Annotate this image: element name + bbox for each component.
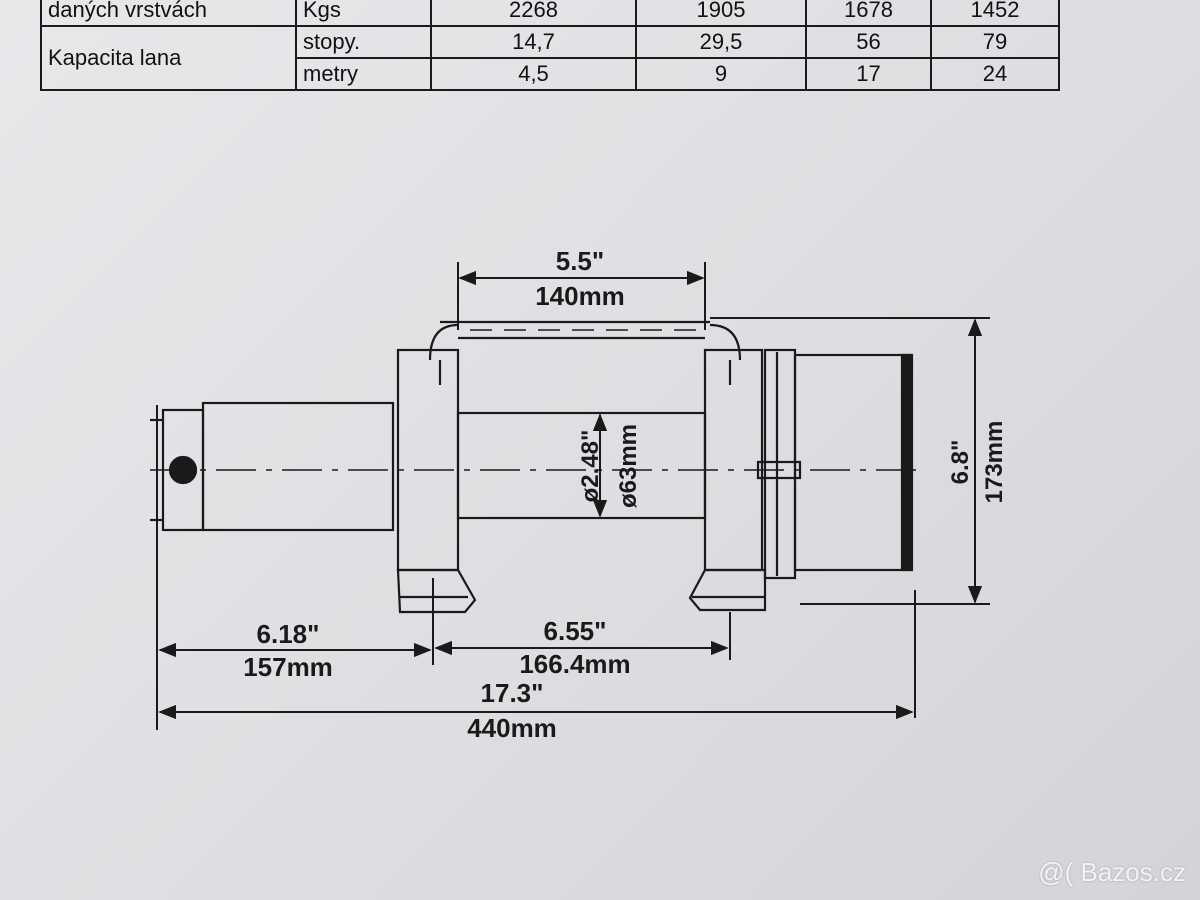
cell-load-1: 2268: [430, 0, 637, 27]
motor-body: [201, 401, 395, 532]
gear-housing: [793, 353, 912, 572]
left-hook: [428, 323, 459, 385]
gear-housing-ring: [763, 348, 797, 580]
drum-width-inches: 5.5": [556, 246, 604, 276]
row-label-layers: daných vrstvách: [40, 0, 297, 27]
table-row-meters: metry 4,5 9 17 24: [41, 57, 1060, 91]
drum-diameter-inches: ø2.48": [577, 430, 604, 503]
cell-meters-1: 4,5: [430, 57, 637, 91]
row-label-rope-capacity: Kapacita lana: [40, 25, 297, 91]
cell-feet-2: 29,5: [635, 25, 807, 59]
left-flange: [396, 348, 460, 572]
overall-length-inches: 17.3": [481, 678, 544, 708]
drum-diameter-mm: ø63mm: [615, 424, 642, 508]
cell-feet-4: 79: [930, 25, 1060, 59]
cell-meters-2: 9: [635, 57, 807, 91]
flange-span-mm: 166.4mm: [519, 649, 630, 679]
cell-load-3: 1678: [805, 0, 932, 27]
drum-width-mm: 140mm: [535, 281, 625, 311]
overall-length-mm: 440mm: [467, 713, 557, 743]
height-mm: 173mm: [981, 421, 1008, 504]
cell-meters-4: 24: [930, 57, 1060, 91]
unit-meters: metry: [295, 57, 432, 91]
unit-feet: stopy.: [295, 25, 432, 59]
left-foot: [396, 568, 477, 614]
right-flange: [703, 348, 764, 572]
winch-outline: [150, 320, 920, 614]
right-foot: [688, 568, 767, 612]
cell-feet-1: 14,7: [430, 25, 637, 59]
site-watermark: @( Bazos.cz: [1038, 857, 1186, 887]
unit-kgs: Kgs: [295, 0, 432, 27]
cell-load-2: 1905: [635, 0, 807, 27]
right-hook: [709, 323, 742, 385]
cell-feet-3: 56: [805, 25, 932, 59]
table-row-feet: Kapacita lana stopy. 14,7 29,5 56 79: [40, 25, 1060, 91]
dim-height: [710, 317, 990, 605]
dim-lower: [156, 405, 916, 730]
cell-meters-3: 17: [805, 57, 932, 91]
motor-side-mm: 157mm: [243, 652, 333, 682]
table-row-load: daných vrstvách Kgs 2268 1905 1678 1452: [40, 0, 1060, 27]
motor-side-inches: 6.18": [257, 619, 320, 649]
height-inches: 6.8": [947, 440, 974, 485]
cell-load-4: 1452: [930, 0, 1060, 27]
dim-drum-width: [457, 262, 706, 330]
flange-span-inches: 6.55": [544, 616, 607, 646]
spec-table: daných vrstvách Kgs 2268 1905 1678 1452 …: [40, 0, 1060, 91]
